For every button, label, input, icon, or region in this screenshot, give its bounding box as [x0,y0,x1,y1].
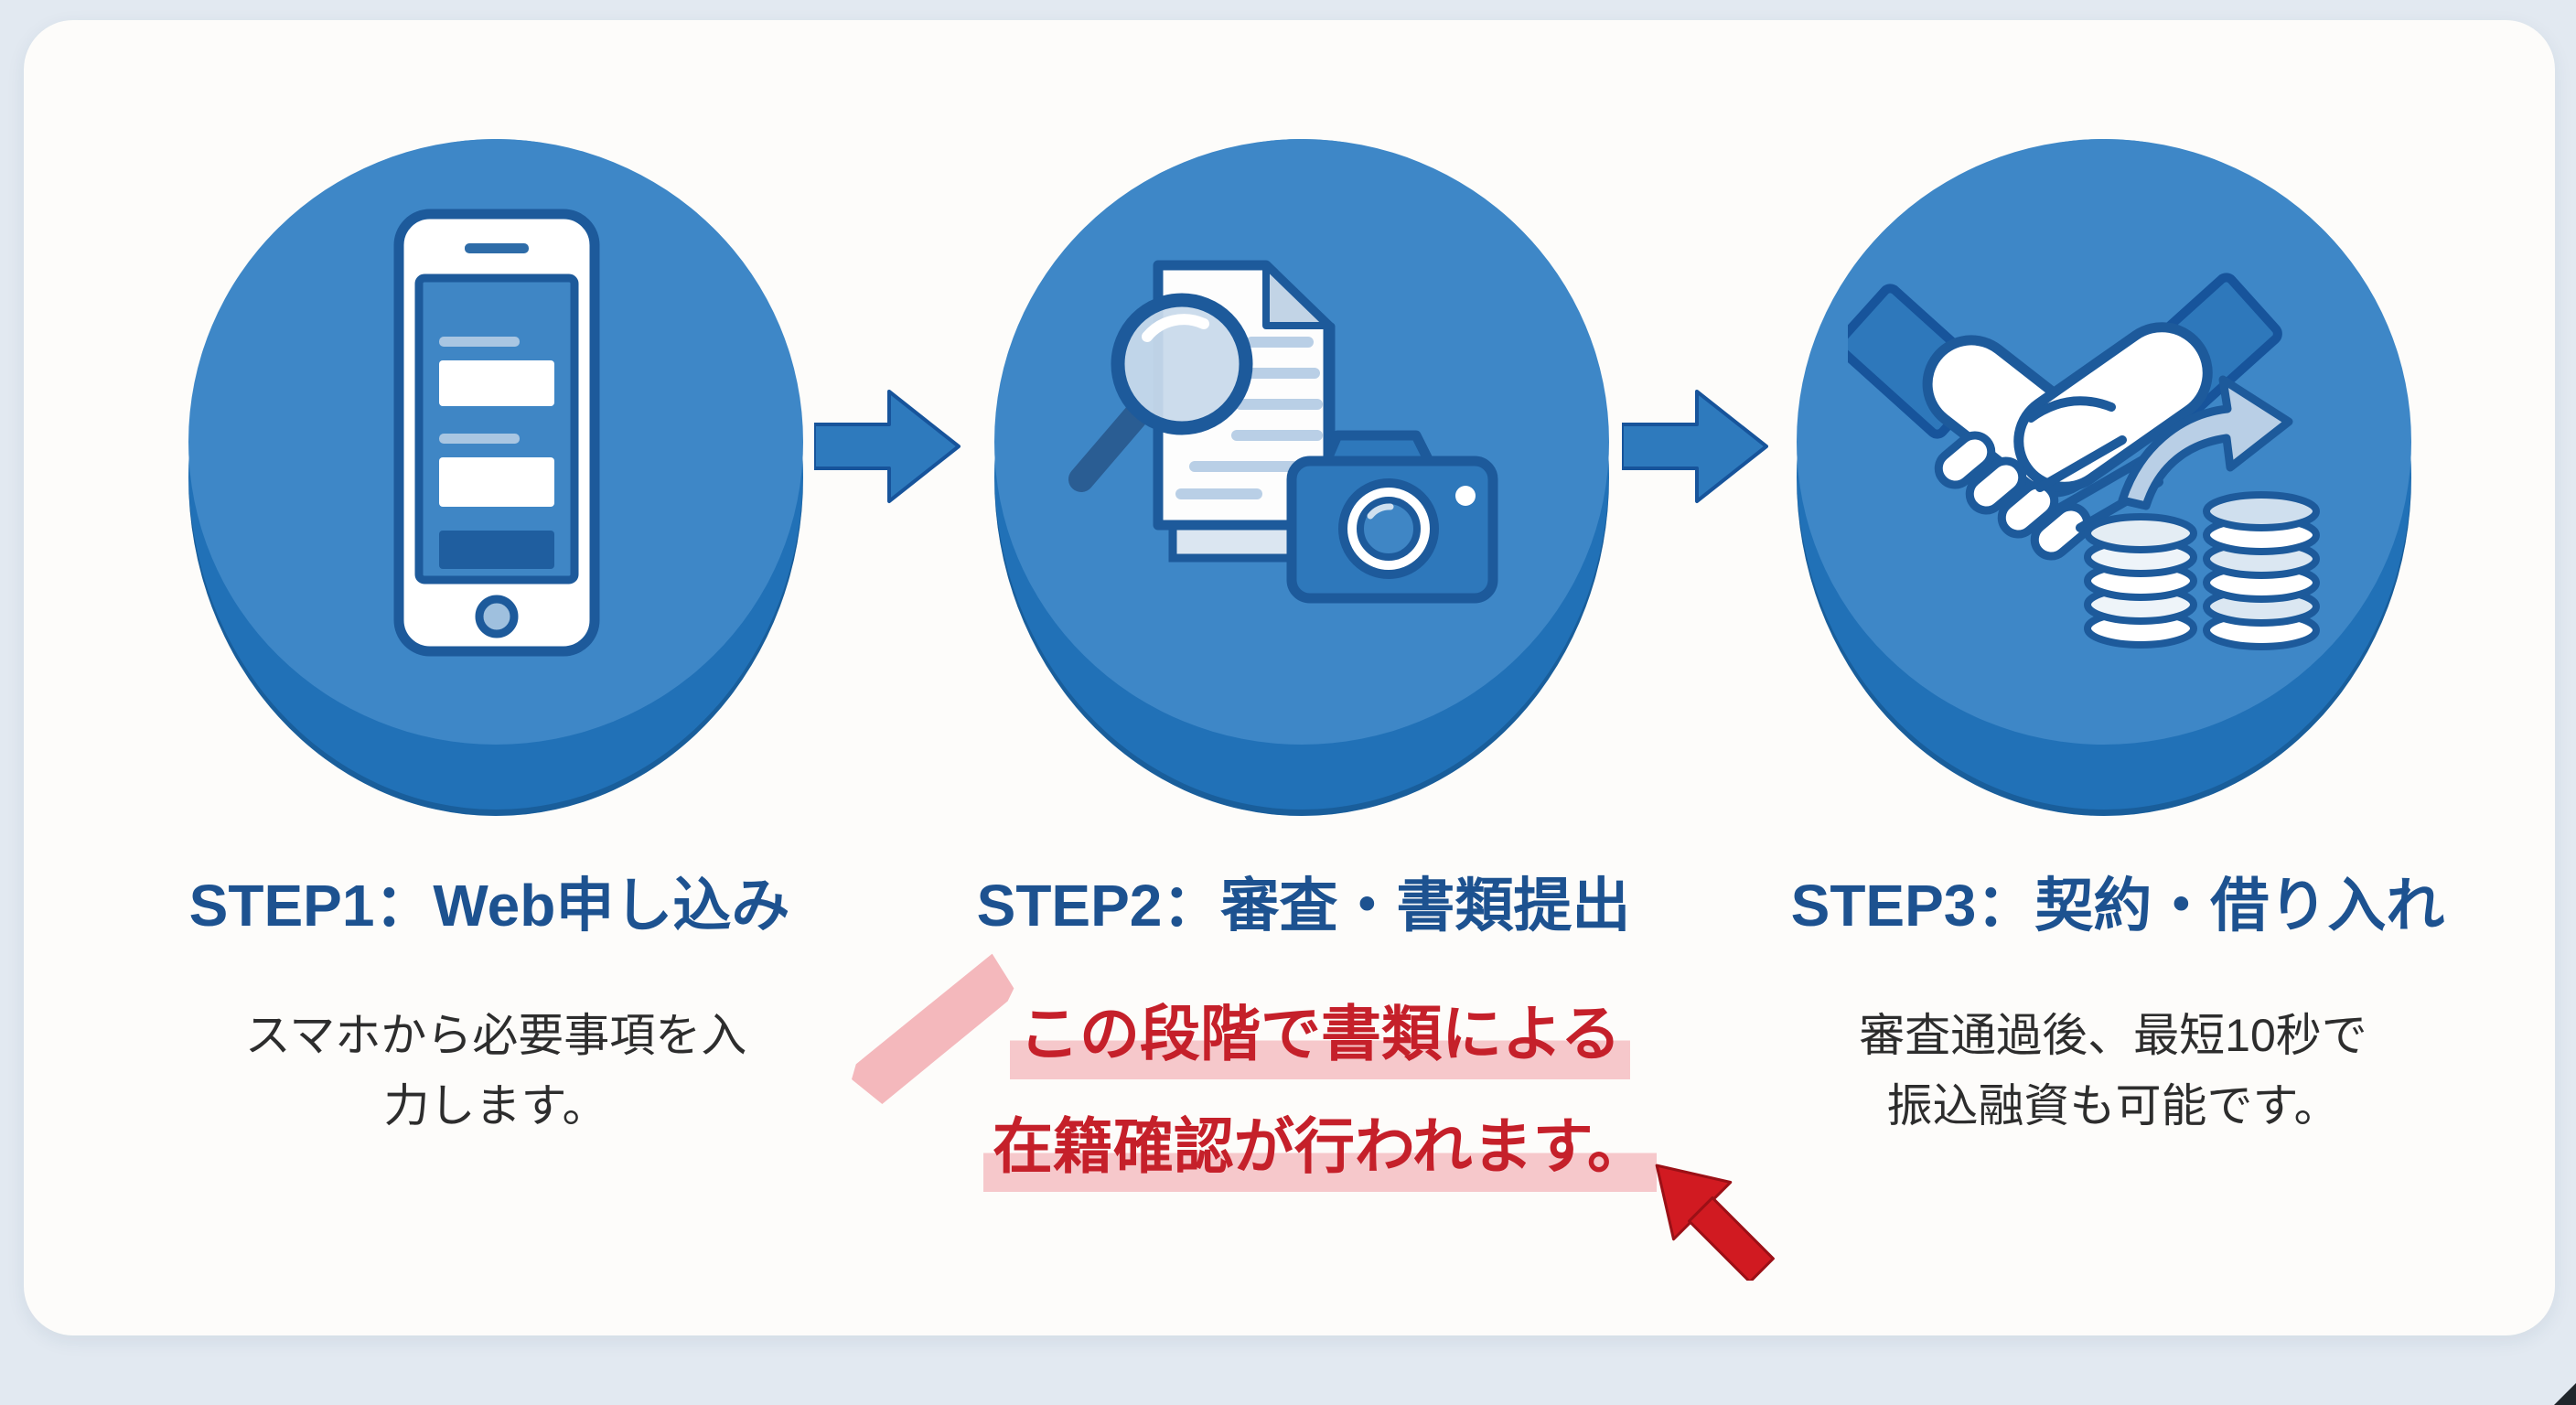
step3-description: 審査通過後、最短10秒で 振込融資も可能です。 [1766,1001,2461,1142]
right-arrow-icon [1622,390,1768,503]
step3-description-line1: 審査通過後、最短10秒で [1859,1010,2367,1061]
right-arrow-icon [814,390,961,503]
step1-description-line1: スマホから必要事項を入 [244,1010,747,1061]
document-magnifier-camera-icon [1068,260,1498,604]
step3-description-line2: 振込融資も可能です。 [1886,1080,2340,1132]
handshake-coins-icon [1848,273,2320,650]
step1-title: STEP1：Web申し込み [188,873,790,938]
smartphone-form-icon [393,209,600,657]
step1-description-line2: 力します。 [383,1080,608,1132]
step2-callout-line2: 在籍確認が行われます。 [982,1099,1658,1194]
step2-callout: この段階で書類による 在籍確認が行われます。 [927,986,1713,1211]
red-up-left-arrow-icon [1655,1164,1775,1281]
step2-title: STEP2：審査・書類提出 [976,873,1631,938]
image-corner-artifact [2554,1383,2576,1405]
step2-callout-line1: この段階で書類による [1009,986,1631,1081]
step3-title: STEP3：契約・借り入れ [1790,873,2445,938]
step1-description: スマホから必要事項を入 力します。 [148,1001,843,1142]
